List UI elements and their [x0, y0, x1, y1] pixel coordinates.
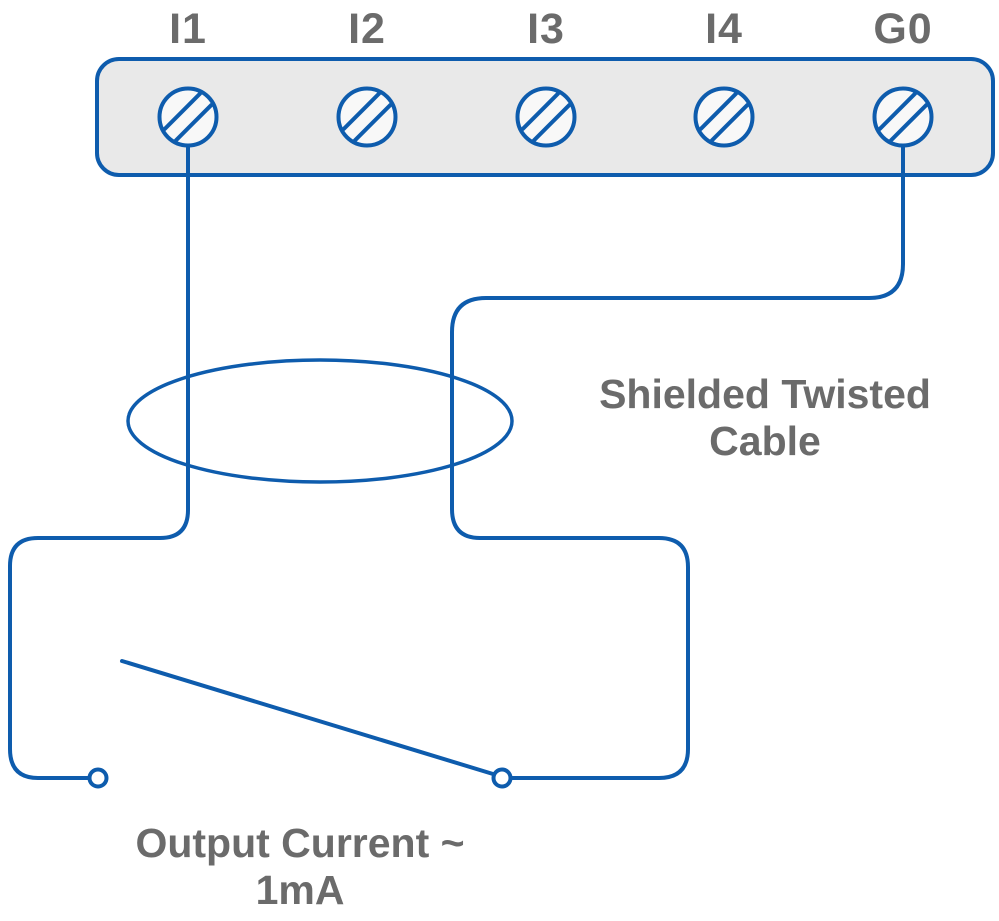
terminal-label-g0: G0: [873, 5, 933, 53]
terminal-label-i1: I1: [169, 5, 207, 53]
terminal-label-i4: I4: [705, 5, 743, 53]
cable-annotation: Shielded Twisted Cable: [535, 371, 995, 465]
output-current-line1: Output Current ~: [135, 820, 465, 866]
screw-terminal-g0: [872, 86, 934, 148]
switch-contact-right: [491, 767, 513, 789]
output-current-line2: 1mA: [255, 867, 345, 913]
output-current-annotation: Output Current ~ 1mA: [70, 820, 530, 914]
screw-terminal-i1: [157, 86, 219, 148]
cable-annotation-line1: Shielded Twisted: [599, 371, 931, 417]
terminal-label-i2: I2: [348, 5, 386, 53]
cable-annotation-line2: Cable: [709, 418, 821, 464]
wire-i1-to-left-contact: [8, 144, 190, 780]
terminal-label-i3: I3: [527, 5, 565, 53]
wire-g0-to-right-contact: [450, 144, 905, 780]
screw-terminal-i4: [693, 86, 755, 148]
cable-loop-ellipse: [126, 358, 514, 484]
screw-terminal-i2: [336, 86, 398, 148]
switch-arm: [120, 659, 495, 776]
screw-terminal-i3: [515, 86, 577, 148]
switch-contact-left: [87, 767, 109, 789]
